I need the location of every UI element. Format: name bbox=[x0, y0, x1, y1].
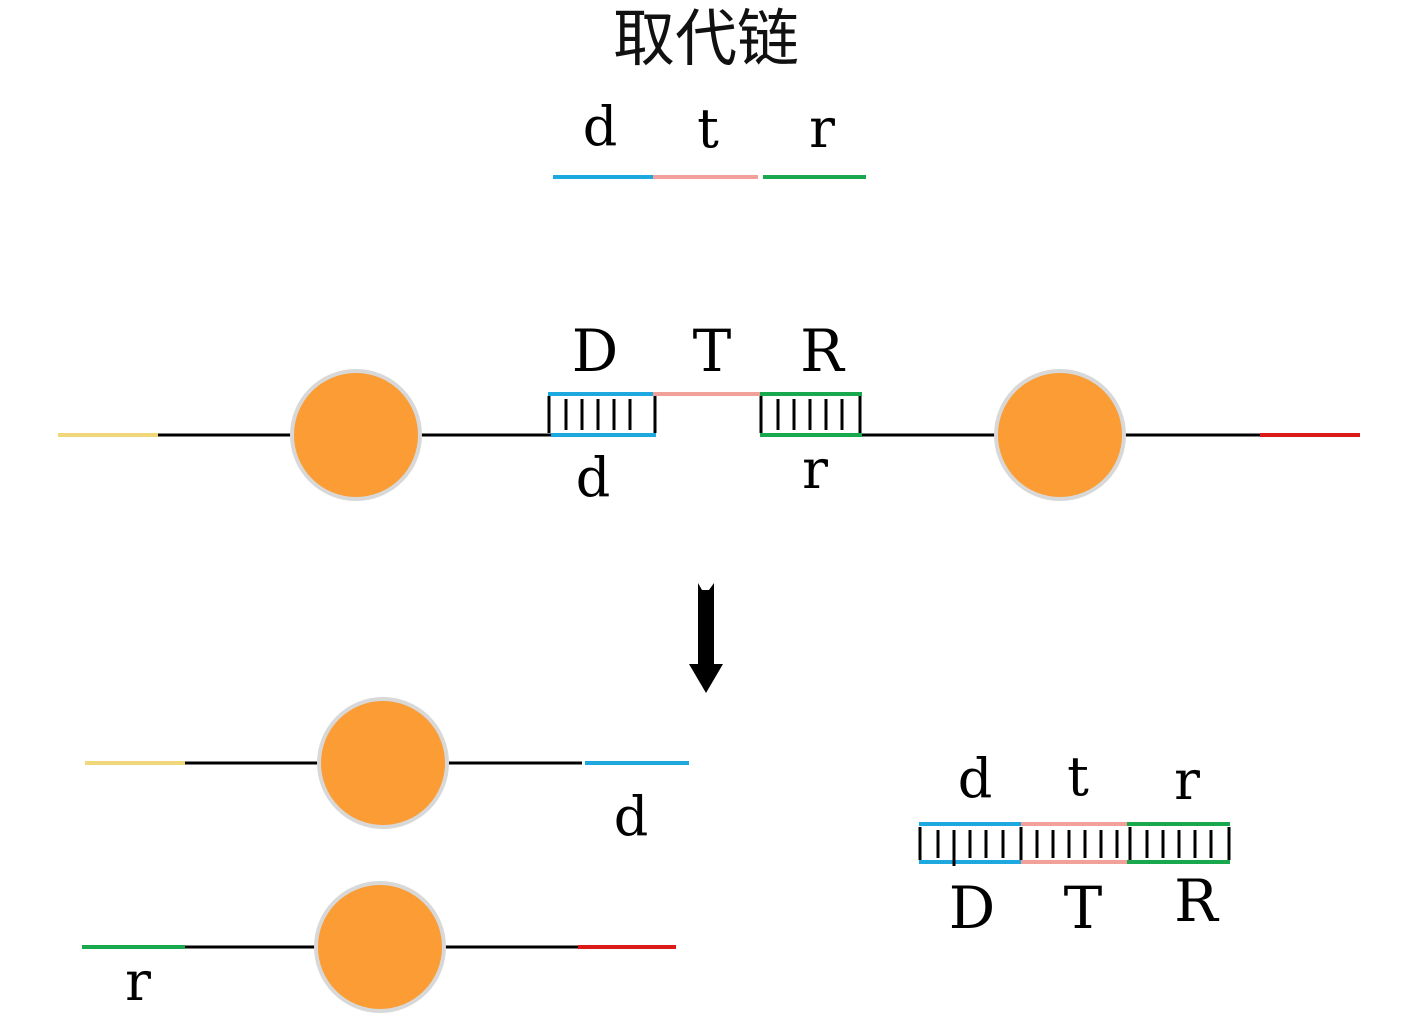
duplex-label-T: T bbox=[1064, 874, 1103, 942]
label-r-free: r bbox=[125, 950, 151, 1013]
label-R: R bbox=[800, 317, 846, 385]
label-d-free: d bbox=[614, 785, 649, 848]
base-pairs-left bbox=[547, 396, 657, 433]
duplex-label-d: d bbox=[958, 747, 993, 810]
replacing-strand: d t r bbox=[553, 95, 866, 179]
arrow-down-icon bbox=[689, 583, 723, 693]
duplex-label-t: t bbox=[1067, 745, 1089, 808]
label-r-bound: r bbox=[802, 438, 828, 501]
duplex-base-pairs bbox=[918, 827, 1231, 866]
bead-complex: D T R d r bbox=[58, 317, 1360, 509]
label-t: t bbox=[697, 97, 719, 160]
bead-upper bbox=[317, 697, 449, 829]
duplex-label-R: R bbox=[1174, 867, 1220, 935]
duplex-label-D: D bbox=[949, 874, 996, 942]
label-D: D bbox=[572, 317, 619, 385]
bead-lower bbox=[314, 881, 446, 1013]
product-duplex: d t r D T R bbox=[918, 745, 1231, 942]
duplex-label-r: r bbox=[1174, 749, 1200, 812]
bead-left bbox=[290, 369, 422, 501]
base-pairs-right bbox=[759, 396, 862, 433]
label-d-bound: d bbox=[576, 446, 611, 509]
bead-right bbox=[994, 369, 1126, 501]
label-r: r bbox=[809, 97, 835, 160]
label-T: T bbox=[693, 317, 732, 385]
product-lower-strand: r bbox=[82, 881, 676, 1013]
label-d: d bbox=[583, 95, 618, 158]
diagram-title: 取代链 bbox=[613, 2, 799, 75]
product-upper-strand: d bbox=[85, 697, 689, 848]
